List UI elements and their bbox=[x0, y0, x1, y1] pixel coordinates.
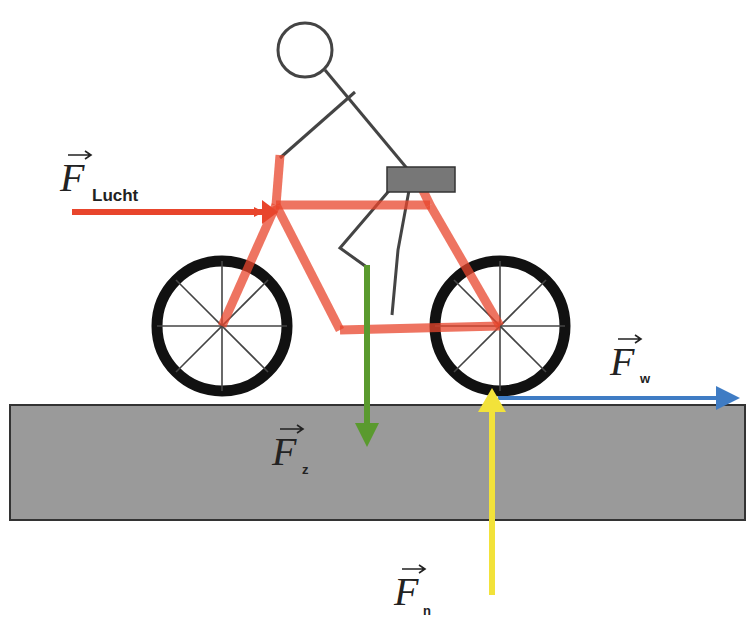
vector-arrow bbox=[66, 150, 96, 160]
air-force-arrow bbox=[72, 209, 262, 215]
arrowhead bbox=[262, 200, 278, 224]
saddle bbox=[387, 167, 455, 192]
arrowhead bbox=[478, 388, 506, 412]
vector-arrow bbox=[278, 424, 308, 434]
normal-force-arrow bbox=[489, 410, 495, 595]
force-symbol: F bbox=[610, 342, 634, 382]
vector-arrow bbox=[400, 564, 430, 574]
force-symbol: F bbox=[272, 432, 296, 472]
subscript: w bbox=[640, 372, 650, 385]
friction-arrow bbox=[498, 396, 722, 400]
arrowhead bbox=[355, 423, 379, 447]
force-symbol: F bbox=[394, 572, 418, 612]
wheels bbox=[157, 261, 565, 391]
force-symbol: F bbox=[60, 158, 84, 198]
gravity-arrow bbox=[364, 265, 370, 425]
subscript: n bbox=[423, 604, 431, 617]
ground bbox=[10, 405, 745, 520]
vector-arrow bbox=[616, 334, 646, 344]
subscript: z bbox=[302, 463, 309, 476]
bike-frame bbox=[222, 155, 500, 330]
subscript: Lucht bbox=[92, 187, 138, 204]
arrowhead bbox=[716, 386, 740, 410]
